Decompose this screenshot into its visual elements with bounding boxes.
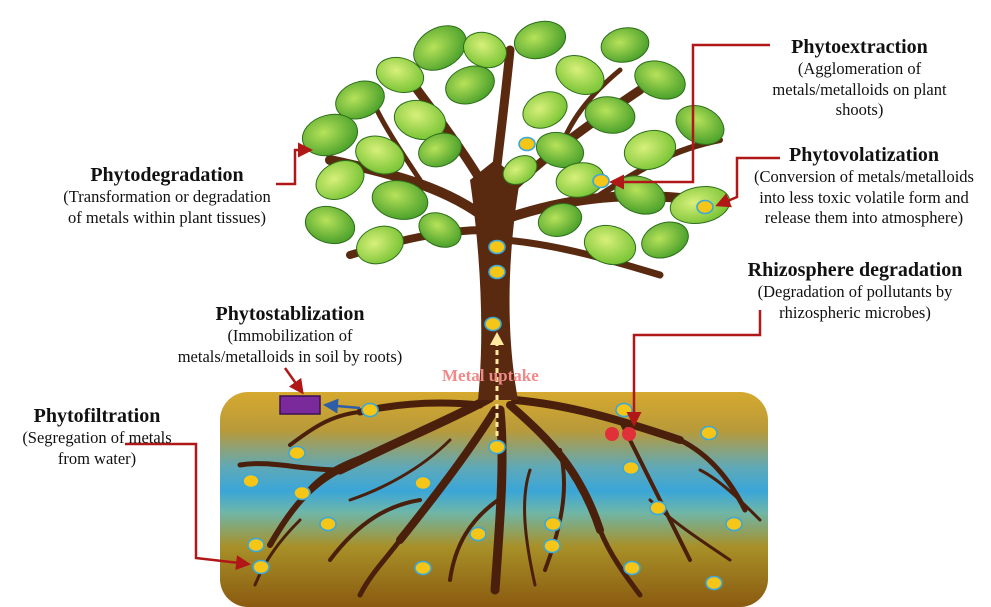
phytovolatization-desc-3: release them into atmosphere)	[740, 208, 988, 228]
rhizosphere-desc-1: (Degradation of pollutants by	[730, 282, 980, 302]
rhizosphere-desc-2: rhizospheric microbes)	[730, 303, 980, 323]
rhizosphere-title: Rhizosphere degradation	[730, 258, 980, 282]
phytostablization-title: Phytostablization	[150, 302, 430, 326]
phytodegradation-title: Phytodegradation	[38, 163, 296, 187]
phytoextraction-desc-2: metals/metalloids on plant	[752, 80, 967, 100]
trunk	[470, 160, 520, 400]
phytoextraction-desc-3: shoots)	[752, 100, 967, 120]
phytodegradation-desc-2: of metals within plant tissues)	[38, 208, 296, 228]
phytovolatization-desc-2: into less toxic volatile form and	[740, 188, 988, 208]
phytovolatization-label: Phytovolatization (Conversion of metals/…	[740, 143, 988, 228]
phytoextraction-desc-1: (Agglomeration of	[752, 59, 967, 79]
metal-uptake-label: Metal uptake	[442, 366, 539, 386]
phytovolatization-desc-1: (Conversion of metals/metalloids	[740, 167, 988, 187]
immobilized-metal-box	[280, 396, 320, 414]
phytoextraction-title: Phytoextraction	[752, 35, 967, 59]
phytostablization-desc-2: metals/metalloids in soil by roots)	[150, 347, 430, 367]
phytofiltration-desc-2: from water)	[2, 449, 192, 469]
phytofiltration-title: Phytofiltration	[2, 404, 192, 428]
phytoextraction-label: Phytoextraction (Agglomeration of metals…	[752, 35, 967, 120]
phytodegradation-desc-1: (Transformation or degradation	[38, 187, 296, 207]
phytofiltration-label: Phytofiltration (Segregation of metals f…	[2, 404, 192, 469]
phytostablization-label: Phytostablization (Immobilization of met…	[150, 302, 430, 367]
phytofiltration-desc-1: (Segregation of metals	[2, 428, 192, 448]
rhizosphere-degradation-label: Rhizosphere degradation (Degradation of …	[730, 258, 980, 323]
leaf-canopy	[298, 16, 733, 270]
phytovolatization-title: Phytovolatization	[740, 143, 988, 167]
phytostablization-desc-1: (Immobilization of	[150, 326, 430, 346]
phytodegradation-label: Phytodegradation (Transformation or degr…	[38, 163, 296, 228]
